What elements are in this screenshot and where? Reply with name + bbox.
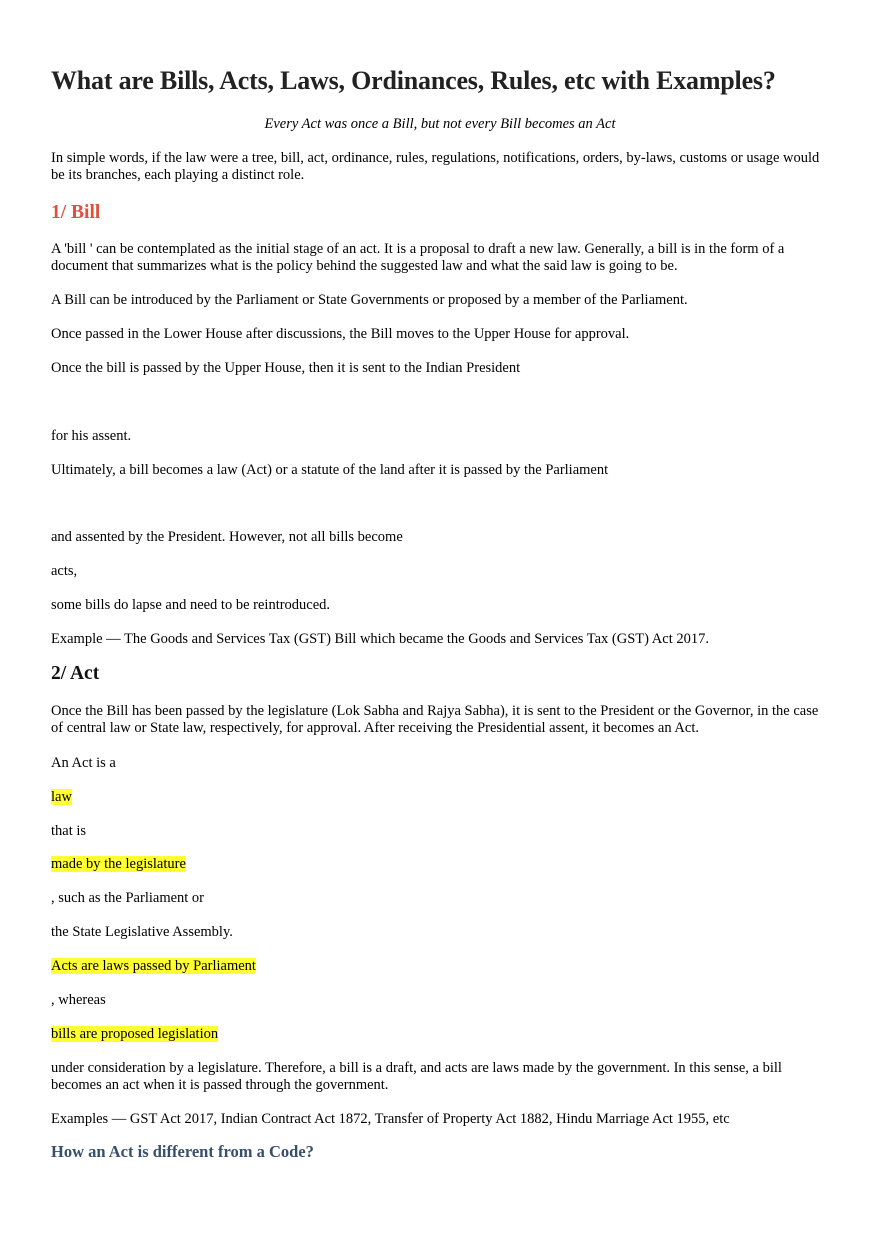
act-heading: 2/ Act — [51, 663, 100, 684]
act-highlight-parliament: Acts are laws passed by Parliament — [51, 958, 821, 975]
bill-example: Example — The Goods and Services Tax (GS… — [51, 631, 709, 647]
bill-paragraph-4: Once the bill is passed by the Upper Hou… — [51, 360, 521, 376]
act-paragraph-9: , whereas — [51, 992, 106, 1008]
highlighted-text: law — [51, 789, 72, 805]
act-paragraph-11: under consideration by a legislature. Th… — [51, 1060, 782, 1093]
code-heading: How an Act is different from a Code? — [51, 1142, 314, 1161]
act-paragraph-1: Once the Bill has been passed by the leg… — [51, 703, 819, 736]
bill-paragraph-2: A Bill can be introduced by the Parliame… — [51, 292, 688, 308]
bill-paragraph-1: A 'bill ' can be contemplated as the ini… — [51, 241, 785, 274]
act-highlight-law: law — [51, 789, 821, 806]
act-examples: Examples — GST Act 2017, Indian Contract… — [51, 1111, 730, 1127]
bill-paragraph-5: for his assent. — [51, 428, 132, 444]
act-paragraph-2: An Act is a — [51, 755, 116, 771]
act-paragraph-4: that is — [51, 823, 87, 839]
act-highlight-legislature: made by the legislature — [51, 856, 821, 873]
intro-paragraph: In simple words, if the law were a tree,… — [51, 150, 820, 183]
highlighted-text: bills are proposed legislation — [51, 1026, 219, 1042]
bill-paragraph-3: Once passed in the Lower House after dis… — [51, 326, 630, 342]
bill-paragraph-6: Ultimately, a bill becomes a law (Act) o… — [51, 462, 609, 478]
subtitle: Every Act was once a Bill, but not every… — [264, 116, 616, 132]
bill-paragraph-9: some bills do lapse and need to be reint… — [51, 597, 331, 613]
page-title: What are Bills, Acts, Laws, Ordinances, … — [51, 66, 776, 95]
bill-heading: 1/ Bill — [51, 202, 101, 223]
act-highlight-bills: bills are proposed legislation — [51, 1026, 821, 1043]
highlighted-text: made by the legislature — [51, 856, 186, 872]
bill-paragraph-7: and assented by the President. However, … — [51, 529, 403, 545]
highlighted-text: Acts are laws passed by Parliament — [51, 958, 256, 974]
act-paragraph-6: , such as the Parliament or — [51, 890, 205, 906]
bill-paragraph-8: acts, — [51, 563, 78, 579]
act-paragraph-7: the State Legislative Assembly. — [51, 924, 233, 940]
